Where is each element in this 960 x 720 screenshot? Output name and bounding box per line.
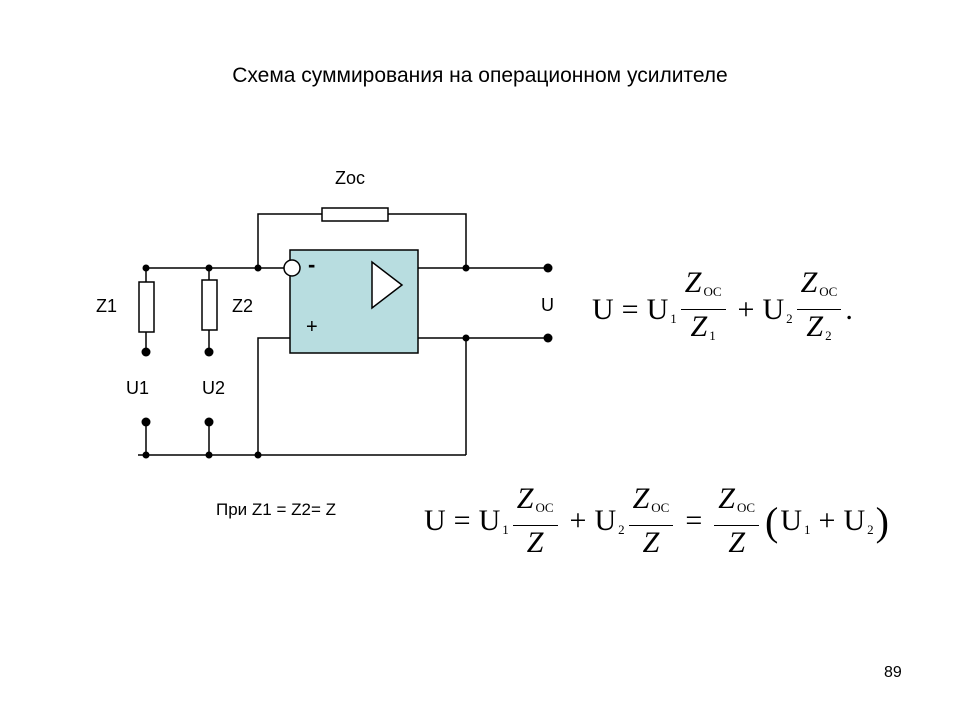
z1-resistor — [138, 281, 155, 333]
terminal-dot — [141, 347, 151, 357]
inverting-input-circle — [283, 259, 301, 277]
slide-title: Схема суммирования на операционном усили… — [232, 64, 728, 87]
formula2-equals-2: = — [685, 504, 703, 537]
z2-resistor — [201, 279, 218, 331]
noninverting-wire — [257, 337, 548, 455]
z2-label: Z2 — [232, 296, 254, 316]
condition-text: При Z1 = Z2= Z — [216, 500, 336, 519]
feedback-wire — [257, 213, 467, 268]
opamp-triangle-icon — [371, 260, 404, 310]
opamp-body — [289, 249, 419, 354]
terminal-dot — [204, 347, 214, 357]
zoc-resistor — [321, 207, 389, 222]
output-u-label: U — [541, 295, 554, 315]
terminal-dot — [543, 263, 553, 273]
u1-label: U1 — [126, 378, 150, 398]
minus-sign: - — [308, 252, 316, 277]
formula2-rparen: ) — [875, 498, 889, 544]
node-dot — [462, 264, 470, 272]
node-dot — [142, 451, 150, 459]
zoc-label: Zoc — [335, 168, 366, 188]
formula2-plus: + — [569, 504, 587, 537]
node-dot — [142, 264, 150, 272]
terminal-dot — [141, 417, 151, 427]
node-dot — [254, 264, 262, 272]
formula2-plus-2: + — [818, 504, 836, 537]
u2-label: U2 — [202, 378, 226, 398]
terminal-dot — [543, 333, 553, 343]
formula2-lhs: U — [424, 504, 446, 537]
formula-equals: = — [621, 292, 639, 326]
node-dot — [254, 451, 262, 459]
terminal-dot — [204, 417, 214, 427]
formula2-lparen: ( — [765, 498, 779, 544]
page-number: 89 — [884, 664, 902, 681]
formula-lhs: U — [592, 292, 614, 326]
formula-period: . — [845, 292, 853, 326]
formula-plus: + — [737, 292, 755, 326]
node-dot — [205, 451, 213, 459]
z1-label: Z1 — [96, 296, 118, 316]
node-dot — [205, 264, 213, 272]
node-dot — [462, 334, 470, 342]
plus-sign: + — [306, 316, 318, 338]
formula2-equals: = — [453, 504, 471, 537]
